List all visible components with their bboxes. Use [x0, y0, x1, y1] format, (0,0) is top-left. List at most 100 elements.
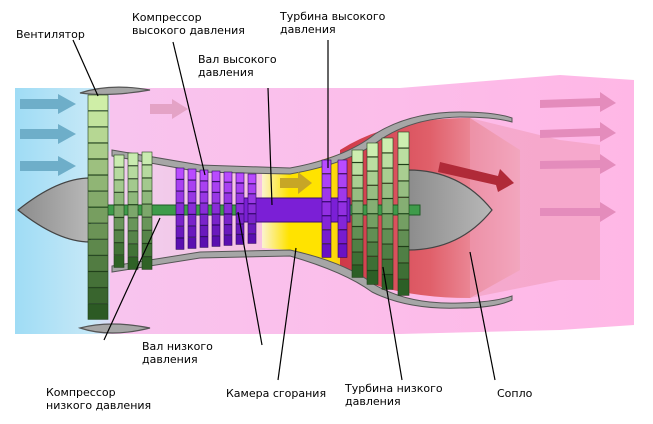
lp-turbine-blade [366, 213, 379, 228]
lp-turbine-blade [381, 183, 394, 199]
hp-compressor-blade [187, 168, 197, 181]
lp-compressor-blade [127, 204, 139, 218]
lp-turbine-blade [351, 213, 364, 227]
hp-compressor-blade [223, 235, 233, 246]
label-hp-compressor: Компрессор высокого давления [132, 11, 245, 37]
hp-turbine-blades [321, 159, 348, 258]
hp-compressor-blade [199, 203, 209, 215]
hp-compressor-blade [247, 173, 257, 184]
hp-compressor-blade [235, 182, 245, 194]
lp-compressor-blade [141, 191, 153, 205]
lp-compressor-blade [113, 179, 125, 193]
lp-turbine-blade [397, 230, 410, 247]
lp-turbine-blade [366, 171, 379, 186]
lp-turbine-blade [397, 148, 410, 165]
hp-turbine-blade [321, 243, 332, 258]
hp-turbine-blade [337, 187, 348, 202]
fan-blade [87, 94, 109, 111]
lp-turbine-blade [366, 156, 379, 172]
exhaust-cone [407, 169, 493, 251]
fan-blade [87, 207, 109, 224]
fan-blade [87, 175, 109, 192]
hp-compressor-blade [211, 235, 221, 247]
lp-turbine-blade [351, 200, 364, 214]
hp-compressor-blade [199, 225, 209, 237]
hp-compressor-blade [223, 171, 233, 183]
hp-compressor-blades [175, 167, 257, 250]
hp-compressor-blade [235, 172, 245, 183]
hp-turbine-blade [337, 215, 348, 230]
fan-blade [87, 110, 109, 127]
hp-compressor-blade [187, 225, 197, 238]
fan-blade [87, 271, 109, 288]
lp-compressor-blade [127, 217, 139, 231]
lp-compressor-blade [141, 204, 153, 218]
hp-compressor-blade [247, 213, 257, 224]
lp-compressor-blade [141, 177, 153, 192]
fan-blade [87, 191, 109, 208]
lp-turbine-blade [366, 242, 379, 257]
lp-compressor-blade [127, 230, 139, 244]
hp-compressor-blade [175, 237, 185, 250]
fan-blade [87, 223, 109, 240]
fan-blade [87, 255, 109, 272]
hp-compressor-blade [175, 214, 185, 227]
lp-compressor-blade [113, 217, 125, 231]
hp-turbine-blade [321, 173, 332, 188]
lp-turbine-blade [351, 149, 364, 163]
hp-compressor-blade [211, 214, 221, 225]
hp-compressor-blade [247, 203, 257, 214]
lp-compressor-blade [141, 217, 153, 231]
lp-turbine-blades [351, 131, 410, 296]
lp-compressor-blade [141, 164, 153, 178]
fan-blade [87, 287, 109, 304]
lp-turbine-blade [381, 152, 394, 169]
lp-turbine-blade [397, 180, 410, 198]
lp-compressor-blade [113, 230, 125, 243]
hp-compressor-blade [175, 226, 185, 238]
nacelle-bottom [77, 323, 151, 334]
hp-turbine-blade [321, 215, 332, 230]
lp-turbine-blade [366, 256, 379, 271]
lp-compressor-blade [141, 243, 153, 257]
label-nozzle: Сопло [497, 387, 533, 400]
label-combustor: Камера сгорания [226, 387, 327, 400]
lp-turbine-blade [351, 162, 364, 176]
lp-compressor-blade [127, 178, 139, 192]
hp-compressor-blade [187, 191, 197, 203]
lp-turbine-blade [351, 264, 364, 278]
hp-compressor-blade [235, 203, 245, 214]
nacelle-top [79, 86, 151, 96]
lp-turbine-blade [397, 262, 410, 280]
hp-compressor-blade [235, 193, 245, 204]
hp-compressor-blade [211, 170, 221, 182]
fan-blades [87, 94, 109, 320]
lp-turbine-blade [366, 142, 379, 157]
hp-turbine-blade [321, 201, 332, 216]
lp-compressor-blade [113, 242, 125, 256]
lp-turbine-blade [397, 197, 410, 214]
fan-blade [87, 239, 109, 256]
hp-compressor-blade [199, 191, 209, 204]
lp-turbine-blade [397, 131, 410, 149]
lp-turbine-blade [397, 164, 410, 181]
lp-compressor-blade [141, 230, 153, 244]
lp-compressor-blade [113, 204, 125, 218]
hp-compressor-blade [199, 180, 209, 192]
hp-compressor-blade [199, 236, 209, 248]
hp-turbine-blade [321, 187, 332, 202]
lp-turbine-blade [366, 270, 379, 285]
lp-compressor-blade [141, 151, 153, 165]
label-fan: Вентилятор [16, 28, 85, 41]
lp-turbine-blade [381, 213, 394, 229]
hp-compressor-blade [247, 233, 257, 244]
lp-turbine-blade [351, 175, 364, 189]
hp-compressor-blade [187, 180, 197, 192]
label-hp-shaft: Вал высокого давления [198, 53, 277, 79]
lp-turbine-blade [351, 252, 364, 265]
lp-compressor-blade [113, 192, 125, 205]
lp-turbine-blade [381, 228, 394, 245]
lp-turbine-blade [351, 239, 364, 253]
